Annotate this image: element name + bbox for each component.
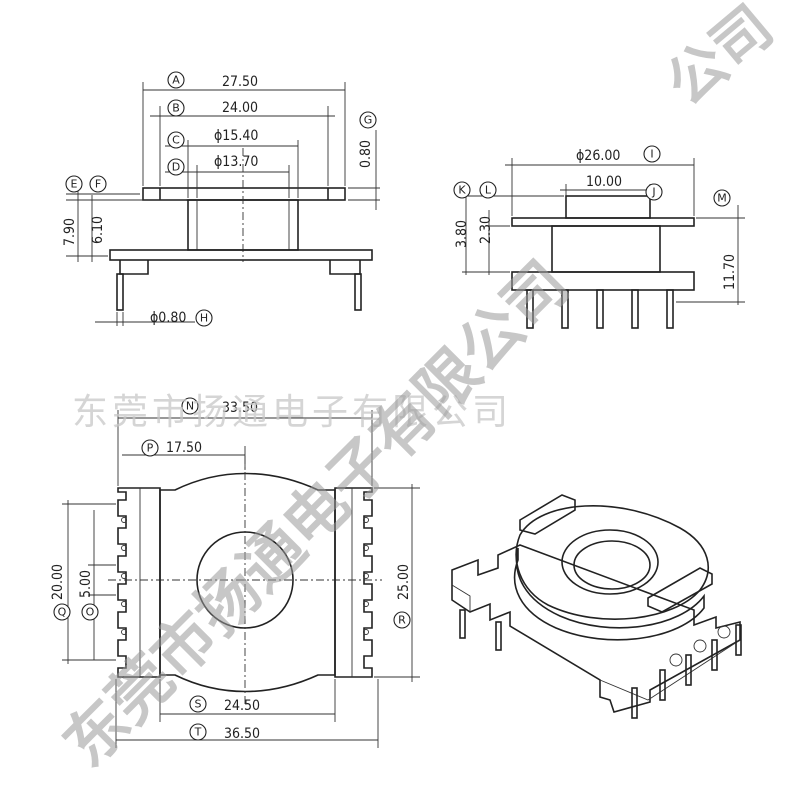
dim-F: 6.10 xyxy=(90,216,106,244)
left-pin-rail xyxy=(117,487,161,678)
label-P xyxy=(141,439,159,457)
pin xyxy=(495,621,502,651)
dim-Q: 20.00 xyxy=(50,564,66,600)
pin xyxy=(666,289,674,329)
dim-N: 33.50 xyxy=(222,400,258,416)
label-N-text: N xyxy=(186,400,194,413)
iso-core-hole xyxy=(561,529,659,595)
front-view: A 27.50 B 24.00 C ϕ15.40 D ϕ13.70 G 0.80 xyxy=(62,71,380,327)
base-flange xyxy=(109,249,373,261)
label-H xyxy=(195,309,213,327)
dim-B: 24.00 xyxy=(222,100,258,116)
label-S-text: S xyxy=(195,698,202,711)
dim-A: 27.50 xyxy=(222,74,258,90)
pin xyxy=(354,273,362,311)
label-E-text: E xyxy=(71,178,78,191)
label-T-text: T xyxy=(194,726,202,739)
dim-L: 2.30 xyxy=(478,216,494,244)
dim-S: 24.50 xyxy=(224,698,260,714)
label-R xyxy=(393,611,411,629)
label-M-text: M xyxy=(717,192,727,205)
label-S xyxy=(189,695,207,713)
label-G-text: G xyxy=(364,114,373,127)
pin xyxy=(526,289,534,329)
label-N xyxy=(181,397,199,415)
label-C xyxy=(167,131,185,149)
right-pin-rail xyxy=(334,487,373,678)
label-M xyxy=(713,189,731,207)
pin xyxy=(711,639,718,671)
label-A-text: A xyxy=(172,74,180,87)
label-T xyxy=(189,723,207,741)
pin xyxy=(631,289,639,329)
dim-C: ϕ15.40 xyxy=(214,128,258,144)
pin xyxy=(659,669,666,701)
dim-H: ϕ0.80 xyxy=(150,310,186,326)
side-boss xyxy=(565,195,651,219)
label-K xyxy=(453,181,471,199)
pin xyxy=(561,289,569,329)
label-L xyxy=(479,181,497,199)
label-R-text: R xyxy=(398,614,406,627)
dim-R: 25.00 xyxy=(396,564,412,600)
dim-K: 3.80 xyxy=(454,220,470,248)
label-H-text: H xyxy=(200,312,208,325)
base-plate xyxy=(451,544,741,713)
iso-core-hole-inner xyxy=(573,540,651,590)
pin xyxy=(685,654,692,686)
pin xyxy=(735,624,742,656)
pin xyxy=(631,687,638,719)
label-A xyxy=(167,71,185,89)
top-flange xyxy=(142,187,346,201)
label-J xyxy=(645,183,663,201)
label-C-text: C xyxy=(172,134,180,147)
side-core xyxy=(551,225,661,273)
flange-tab xyxy=(647,567,713,613)
watermark-company-line: 东莞市扬通电子有限公司 xyxy=(72,392,512,433)
side-view: ϕ26.00 I 10.00 J K L 3.80 2.30 M 11.70 xyxy=(453,145,745,329)
dim-M: 11.70 xyxy=(722,254,738,290)
label-B xyxy=(167,99,185,117)
label-Q-text: Q xyxy=(58,606,67,619)
isometric-view xyxy=(451,494,742,719)
flange-tab xyxy=(519,494,576,535)
pin xyxy=(459,609,466,639)
pin xyxy=(116,273,124,311)
dim-G: 0.80 xyxy=(358,140,374,168)
side-top-flange xyxy=(511,217,695,227)
flange-edge xyxy=(513,547,705,641)
watermark-diagonal: 东莞市扬通电子有限公司 xyxy=(49,247,583,781)
label-O-text: O xyxy=(86,606,95,619)
dim-D: ϕ13.70 xyxy=(214,154,258,170)
label-J-text: J xyxy=(651,186,655,199)
label-F-text: F xyxy=(95,178,101,191)
label-F xyxy=(89,175,107,193)
label-I-text: I xyxy=(650,148,653,161)
dim-T: 36.50 xyxy=(224,726,260,742)
dim-O: 5.00 xyxy=(78,570,94,598)
dim-P: 17.50 xyxy=(166,440,202,456)
dim-E: 7.90 xyxy=(62,218,78,246)
dim-J: 10.00 xyxy=(586,174,622,190)
label-I xyxy=(643,145,661,163)
label-K-text: K xyxy=(458,184,466,197)
label-D-text: D xyxy=(172,161,180,174)
label-P-text: P xyxy=(147,442,154,455)
label-Q xyxy=(53,603,71,621)
watermark-corner: 公司 xyxy=(653,0,786,119)
top-view: N 33.50 P 17.50 20.00 5.00 Q O 25.00 R S xyxy=(50,397,420,748)
label-O xyxy=(81,603,99,621)
label-G xyxy=(359,111,377,129)
label-D xyxy=(167,158,185,176)
label-B-text: B xyxy=(172,102,180,115)
label-L-text: L xyxy=(485,184,492,197)
pin xyxy=(596,289,604,329)
dim-I: ϕ26.00 xyxy=(576,148,620,164)
label-E xyxy=(65,175,83,193)
